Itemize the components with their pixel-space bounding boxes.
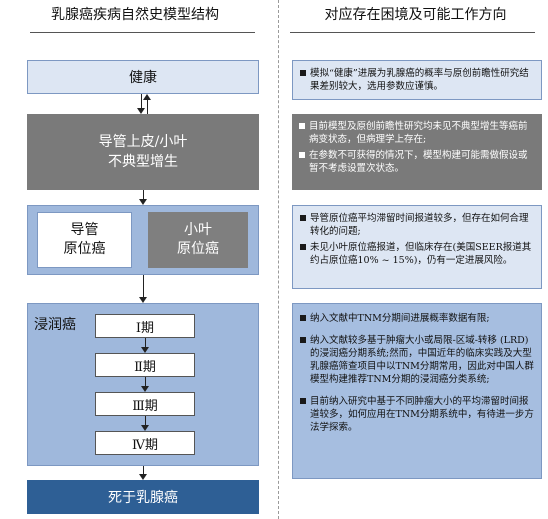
stage-4-box: Ⅳ期: [95, 431, 195, 455]
atypical-line1: 导管上皮/小叶: [98, 134, 188, 150]
death-from-breast-cancer-box: 死于乳腺癌: [27, 480, 259, 514]
bullet-square-icon: [300, 70, 306, 76]
bullet-square-icon: [300, 398, 306, 404]
atypical-line2: 不典型增生: [108, 154, 178, 170]
bullet-square-icon: [299, 152, 305, 158]
note-item: 模拟“健康”进展为乳腺癌的概率与原创前瞻性研究结果差别较大，选用参数应谨慎。: [300, 67, 535, 93]
note-item: 纳入文献较多基于肿瘤大小或局限-区域-转移 (LRD) 的浸润癌分期系统;然而，…: [300, 334, 535, 386]
healthy-box: 健康: [27, 60, 259, 94]
ductal-line1: 导管: [70, 222, 99, 238]
arrow-invasive-death-head: [139, 474, 147, 480]
arrow-insitu-invasive-head: [139, 297, 147, 303]
stage-3-box: Ⅲ期: [95, 392, 195, 416]
arrow-stage1-2-line: [145, 338, 146, 347]
death-label: 死于乳腺癌: [108, 490, 178, 506]
column-divider: [278, 0, 279, 519]
left-header: 乳腺癌疾病自然史模型结构: [51, 7, 219, 23]
stage-2-box: Ⅱ期: [95, 353, 195, 377]
header-underline-right: [290, 32, 535, 33]
note-invasive: 纳入文献中TNM分期间进展概率数据有限; 纳入文献较多基于肿瘤大小或局限-区域-…: [292, 303, 542, 479]
lobular-line2: 原位癌: [177, 241, 219, 257]
arrow-up-line: [147, 100, 148, 114]
bullet-square-icon: [300, 215, 306, 221]
bullet-square-icon: [299, 123, 305, 129]
header-underline-left: [30, 32, 255, 33]
note-item: 未见小叶原位癌报道，但临床存在(美国SEER报道其约占原位癌10% ~ 15%)…: [300, 241, 535, 267]
arrow-down-line: [141, 94, 142, 108]
note-item: 在参数不可获得的情况下，模型构建可能需做假设或暂不考虑设置次状态。: [299, 149, 536, 175]
arrow-stage2-3-head: [141, 386, 149, 392]
arrow-atypical-insitu-line: [143, 190, 144, 199]
arrow-atypical-insitu-head: [139, 199, 147, 205]
note-item: 导管原位癌平均滞留时间报道较多，但存在如何合理转化的问题;: [300, 212, 535, 238]
arrow-stage2-3-line: [145, 377, 146, 386]
healthy-label: 健康: [129, 70, 157, 86]
note-atypical: 目前模型及原创前瞻性研究均未见不典型增生等癌前病变状态，但病理学上存在; 在参数…: [292, 114, 542, 190]
bullet-square-icon: [300, 337, 306, 343]
arrow-stage3-4-line: [145, 416, 146, 425]
lobular-line1: 小叶: [184, 222, 212, 238]
note-item: 目前纳入研究中基于不同肿瘤大小的平均滞留时间报道较多，如何应用在TNM分期系统中…: [300, 395, 535, 434]
ductal-carcinoma-in-situ-box: 导管 原位癌: [37, 212, 132, 268]
ductal-line2: 原位癌: [63, 241, 106, 257]
right-header: 对应存在困境及可能工作方向: [324, 7, 507, 23]
bullet-square-icon: [300, 244, 306, 250]
arrow-insitu-invasive-line: [143, 275, 144, 297]
lobular-carcinoma-in-situ-box: 小叶 原位癌: [148, 212, 248, 268]
arrow-stage3-4-head: [141, 425, 149, 431]
note-in-situ: 导管原位癌平均滞留时间报道较多，但存在如何合理转化的问题; 未见小叶原位癌报道，…: [292, 205, 542, 289]
arrow-invasive-death-line: [143, 466, 144, 474]
note-item: 纳入文献中TNM分期间进展概率数据有限;: [300, 312, 535, 325]
arrow-stage1-2-head: [141, 347, 149, 353]
atypical-hyperplasia-box: 导管上皮/小叶 不典型增生: [27, 114, 259, 190]
invasive-cancer-label: 浸润癌: [34, 317, 76, 333]
arrow-down-head: [137, 108, 145, 114]
bullet-square-icon: [300, 315, 306, 321]
note-healthy: 模拟“健康”进展为乳腺癌的概率与原创前瞻性研究结果差别较大，选用参数应谨慎。: [292, 60, 542, 100]
arrow-up-head: [143, 94, 151, 100]
stage-1-box: Ⅰ期: [95, 314, 195, 338]
note-item: 目前模型及原创前瞻性研究均未见不典型增生等癌前病变状态，但病理学上存在;: [299, 120, 536, 146]
